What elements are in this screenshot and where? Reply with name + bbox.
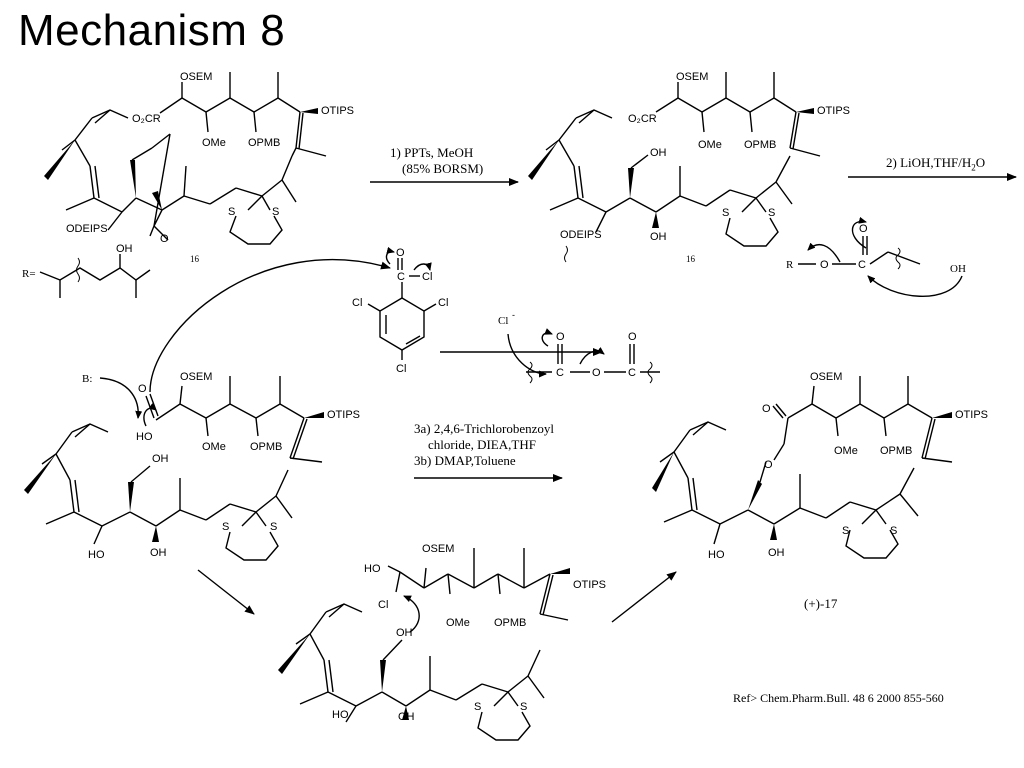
step2-tail: O — [975, 155, 986, 170]
label-c: C — [397, 271, 405, 283]
label-ome: OMe — [446, 617, 470, 629]
label-chloride: Cl — [498, 315, 508, 327]
label-opmb: OPMB — [250, 441, 282, 453]
step2-subscript: 2 — [971, 162, 976, 173]
step3-conditions-line2: chloride, DIEA,THF — [428, 437, 536, 452]
label-s: S — [474, 701, 481, 713]
label-compound-16: 16 — [686, 254, 696, 264]
label-cl: Cl — [438, 297, 448, 309]
attack-arrow — [149, 258, 391, 393]
label-s: S — [722, 207, 729, 219]
label-base: B: — [82, 373, 92, 385]
label-compound-16: 16 — [190, 254, 200, 264]
label-cl: Cl — [378, 599, 388, 611]
label-oh: OH — [650, 231, 667, 243]
step2-label: 2) LiOH,THF/H — [886, 155, 972, 170]
label-opmb: OPMB — [880, 445, 912, 457]
label-s: S — [842, 525, 849, 537]
trichlorobenzoyl-chloride: C O Cl Cl Cl Cl — [352, 246, 448, 375]
mixed-anhydride: Cl - C O O C O — [498, 310, 660, 384]
label-ho: HO — [708, 549, 725, 561]
molecule-seco-acid: OSEM OTIPS OMe OPMB O HO OH HO OH S S B: — [24, 371, 360, 561]
label-o: O — [396, 247, 405, 259]
label-o: O — [764, 459, 773, 471]
label-o: O — [859, 223, 868, 235]
label-o: O — [160, 233, 169, 245]
label-opmb: OPMB — [248, 137, 280, 149]
label-s: S — [272, 206, 279, 218]
label-otips: OTIPS — [327, 409, 360, 421]
label-o: O — [762, 403, 771, 415]
label-c: C — [556, 367, 564, 379]
label-osem: OSEM — [180, 71, 212, 83]
label-ho: HO — [136, 431, 153, 443]
label-cl: Cl — [352, 297, 362, 309]
slide-title: Mechanism 8 — [18, 6, 286, 55]
molecule-product-17: OSEM OTIPS OMe OPMB O O HO OH S S — [652, 371, 988, 561]
label-s: S — [890, 525, 897, 537]
label-osem: OSEM — [180, 371, 212, 383]
label-oh: OH — [150, 547, 167, 559]
up-arrow — [611, 571, 677, 623]
step1-conditions-line2: (85% BORSM) — [402, 161, 484, 176]
minus-sign: - — [512, 310, 515, 320]
step2-conditions: 2) LiOH,THF/H2O — [886, 155, 985, 176]
label-c: C — [858, 259, 866, 271]
label-otips: OTIPS — [573, 579, 606, 591]
label-s: S — [270, 521, 277, 533]
label-cl: Cl — [396, 363, 406, 375]
label-odeips: ODEIPS — [66, 223, 108, 235]
molecule-16-acetonide: OSEM OTIPS OMe OPMB O₂CR ODEIPS S S O 16… — [22, 71, 354, 298]
label-s: S — [520, 701, 527, 713]
step1-conditions-line1: 1) PPTs, MeOH — [390, 145, 474, 160]
label-ome: OMe — [834, 445, 858, 457]
molecule-16-diol: OSEM OTIPS OMe OPMB O₂CR OH ODEIPS OH S … — [528, 71, 850, 264]
step3-conditions-line1: 3a) 2,4,6-Trichlorobenzoyl — [414, 421, 554, 436]
label-cl: Cl — [422, 271, 432, 283]
label-opmb: OPMB — [744, 139, 776, 151]
label-s: S — [222, 521, 229, 533]
label-otips: OTIPS — [321, 105, 354, 117]
label-r: R — [786, 259, 794, 271]
label-ome: OMe — [202, 441, 226, 453]
label-opmb: OPMB — [494, 617, 526, 629]
label-oh: OH — [396, 627, 413, 639]
label-c: C — [628, 367, 636, 379]
label-ome: OMe — [698, 139, 722, 151]
label-osem: OSEM — [422, 543, 454, 555]
label-ho: HO — [88, 549, 105, 561]
label-o: O — [820, 259, 829, 271]
label-otips: OTIPS — [817, 105, 850, 117]
label-hydroxide: OH — [950, 263, 966, 275]
label-oh: OH — [152, 453, 169, 465]
reference: Ref> Chem.Pharm.Bull. 48 6 2000 855-560 — [733, 691, 944, 705]
product-label: (+)-17 — [804, 596, 838, 611]
label-ho: HO — [332, 709, 349, 721]
label-oh: OH — [768, 547, 785, 559]
label-oh: OH — [398, 711, 415, 723]
label-o: O — [628, 331, 637, 343]
label-o2cr: O₂CR — [628, 113, 657, 125]
label-oh: OH — [116, 243, 133, 255]
label-ome: OMe — [202, 137, 226, 149]
label-odeips: ODEIPS — [560, 229, 602, 241]
step3-conditions-line3: 3b) DMAP,Toluene — [414, 453, 516, 468]
label-osem: OSEM — [676, 71, 708, 83]
molecule-tetrahedral-intermediate: OSEM OTIPS OMe OPMB HO Cl OH HO OH S S — [278, 543, 606, 741]
label-s: S — [768, 207, 775, 219]
label-r-equals: R= — [22, 268, 36, 280]
down-arrow — [197, 569, 255, 615]
label-otips: OTIPS — [955, 409, 988, 421]
label-o2cr: O₂CR — [132, 113, 161, 125]
label-s: S — [228, 206, 235, 218]
ester-hydrolysis-mechanism: R O C O OH — [786, 216, 966, 297]
label-o: O — [138, 383, 147, 395]
label-o: O — [556, 331, 565, 343]
label-o: O — [592, 367, 601, 379]
label-osem: OSEM — [810, 371, 842, 383]
label-ho: HO — [364, 563, 381, 575]
label-oh: OH — [650, 147, 667, 159]
